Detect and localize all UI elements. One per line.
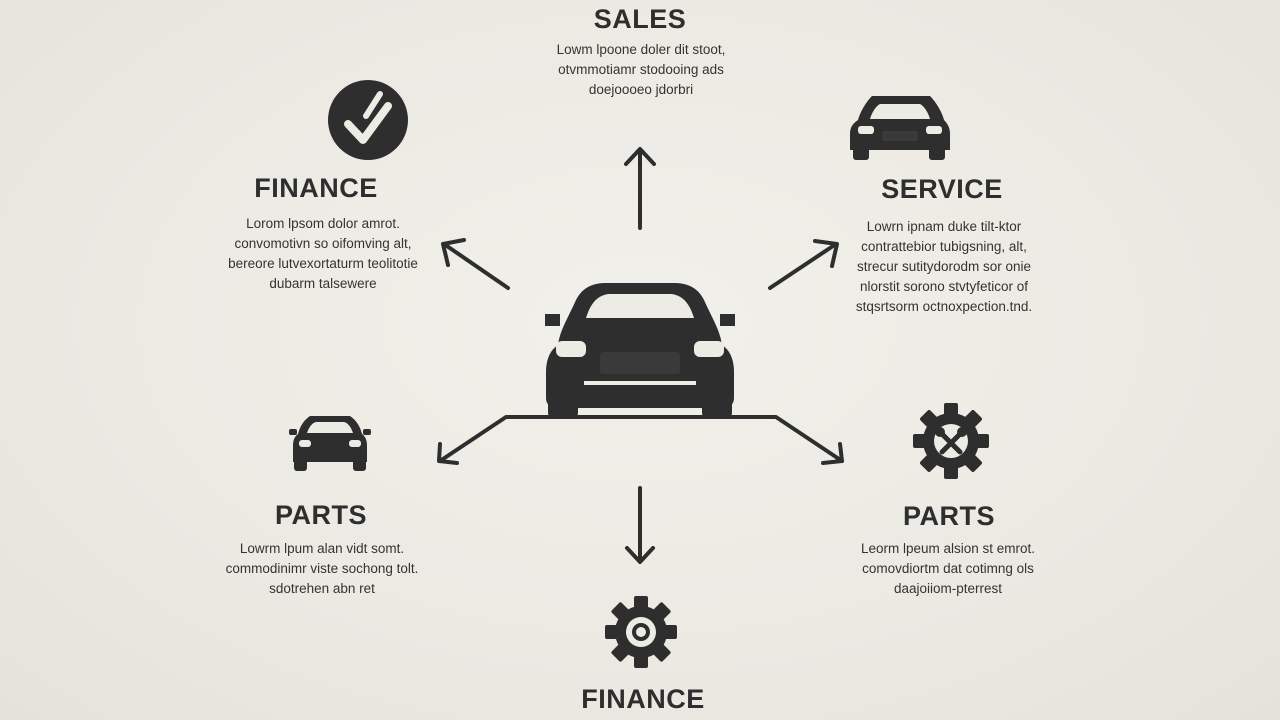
hub-platform: [437, 415, 844, 465]
arrow-to-service: [768, 239, 839, 290]
node-description-parts-right: Leorm lpeum alsion st emrot. comovdiortm…: [861, 539, 1035, 599]
arrow-to-sales: [624, 147, 656, 230]
description-line: nlorstit sorono stvtyfeticor of: [859, 279, 1029, 294]
node-title-sales: SALES: [593, 4, 687, 34]
description-line: convomotivn so oifomving alt,: [234, 236, 412, 251]
node-title-service: SERVICE: [881, 174, 1003, 204]
description-line: Lowm lpoone doler dit stoot,: [556, 42, 726, 57]
node-title-finance: FINANCE: [254, 173, 378, 203]
parts-car-icon: [289, 416, 371, 471]
description-line: Lowrm lpum alan vidt somt.: [239, 541, 405, 556]
description-line: daajoiiom-pterrest: [893, 581, 1003, 596]
service-car-icon: [850, 96, 950, 160]
node-description-sales: Lowm lpoone doler dit stoot, otvmmotiamr…: [557, 40, 726, 100]
node-title-finance-bottom: FINANCE: [581, 684, 705, 714]
description-line: bereore lutvexortaturm teolitotie: [228, 256, 418, 271]
node-description-parts-left: Lowrm lpum alan vidt somt. commodinimr v…: [226, 539, 419, 599]
description-line: strecur sutitydorodm sor onie: [856, 259, 1032, 274]
description-line: otvmmotiamr stodooing ads: [558, 62, 724, 77]
description-line: stqsrtsorm octnoxpection.tnd.: [855, 299, 1033, 314]
description-line: Lowrn ipnam duke tilt-ktor: [866, 219, 1022, 234]
description-line: sdotrehen abn ret: [269, 581, 375, 596]
description-line: comovdiortm dat cotimng ols: [862, 561, 1034, 576]
node-description-service: Lowrn ipnam duke tilt-ktor contrattebior…: [856, 217, 1032, 317]
central-car-icon: [545, 283, 735, 418]
description-line: commodinimr viste sochong tolt.: [225, 561, 419, 576]
node-title-parts-right: PARTS: [902, 501, 996, 531]
gear-wrench-icon: [913, 403, 989, 479]
description-line: Lorom lpsom dolor amrot.: [246, 216, 400, 231]
arrow-to-finance-top-left: [441, 238, 510, 290]
description-line: dubarm talsewere: [269, 276, 377, 291]
gear-icon: [605, 596, 677, 668]
connector-arrows: [437, 147, 844, 564]
checkmark-circle-icon: [328, 80, 408, 160]
arrow-to-finance-bottom: [625, 486, 655, 564]
node-title-parts-left: PARTS: [274, 500, 368, 530]
description-line: contrattebior tubigsning, alt,: [861, 239, 1027, 254]
node-description-finance: Lorom lpsom dolor amrot. convomotivn so …: [228, 214, 418, 294]
description-line: Leorm lpeum alsion st emrot.: [860, 541, 1036, 556]
description-line: doejoooeo jdorbri: [588, 82, 694, 97]
